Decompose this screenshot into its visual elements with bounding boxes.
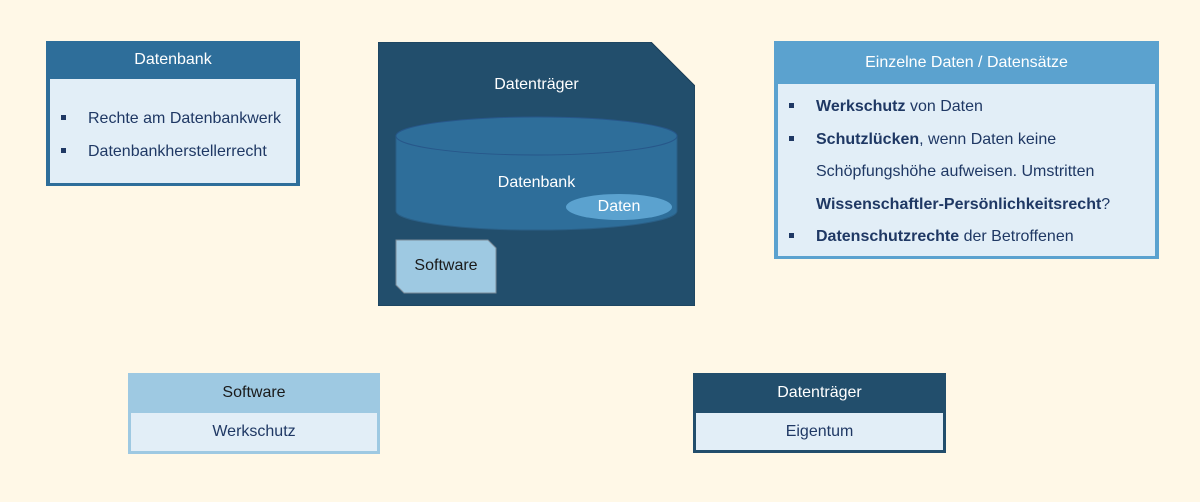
datenbank-card-body: Rechte am Datenbankwerk Datenbankherstel… bbox=[50, 79, 296, 183]
list-item-text: , wenn Daten keine bbox=[919, 130, 1057, 148]
data-label: Daten bbox=[597, 198, 641, 215]
list-item: Datenschutzrechte der Betroffenen bbox=[778, 221, 1155, 254]
software-card-title: Software bbox=[222, 384, 286, 401]
software-card-content: Werkschutz bbox=[131, 413, 377, 451]
list-item-text: ? bbox=[1101, 195, 1111, 213]
software-shape bbox=[395, 239, 497, 294]
list-item: Schutzlücken, wenn Daten keine bbox=[778, 124, 1155, 157]
list-item: Schöpfungshöhe aufweisen. Umstritten bbox=[778, 156, 1155, 189]
list-item-emphasis: Wissenschaftler-Persönlichkeitsrecht bbox=[816, 195, 1102, 213]
database-label: Datenbank bbox=[497, 174, 576, 191]
datentraeger-card-title: Datenträger bbox=[777, 384, 862, 401]
list-item-text: von Daten bbox=[905, 98, 983, 115]
list-item-text: der Betroffenen bbox=[959, 228, 1074, 245]
list-item-emphasis: Schutzlücken bbox=[816, 130, 920, 148]
list-item: Datenbankherstellerrecht bbox=[50, 135, 296, 168]
datentraeger-card: Datenträger Eigentum bbox=[693, 373, 946, 453]
data-ellipse bbox=[566, 194, 672, 220]
datentraeger-card-content: Eigentum bbox=[696, 413, 943, 450]
list-item: Werkschutz von Daten bbox=[778, 91, 1155, 124]
software-label: Software bbox=[414, 257, 478, 274]
carrier-label: Datenträger bbox=[494, 76, 579, 93]
datensaetze-card-title: Einzelne Daten / Datensätze bbox=[865, 53, 1068, 71]
list-item-emphasis: Datenschutzrechte bbox=[816, 228, 960, 245]
software-card: Software Werkschutz bbox=[128, 373, 380, 454]
datensaetze-card: Einzelne Daten / Datensätze Werkschutz v… bbox=[774, 41, 1159, 259]
datentraeger-diagram: Datenträger Datenbank Daten Software bbox=[378, 42, 695, 306]
list-item-emphasis: Werkschutz bbox=[816, 98, 906, 115]
datenbank-card-title: Datenbank bbox=[134, 51, 212, 68]
list-item: Wissenschaftler-Persönlichkeitsrecht? bbox=[778, 189, 1155, 222]
datenbank-card: Datenbank Rechte am Datenbankwerk Datenb… bbox=[46, 41, 300, 186]
list-item-text: Schöpfungshöhe aufweisen. Umstritten bbox=[816, 163, 1095, 180]
list-item: Rechte am Datenbankwerk bbox=[50, 102, 296, 135]
